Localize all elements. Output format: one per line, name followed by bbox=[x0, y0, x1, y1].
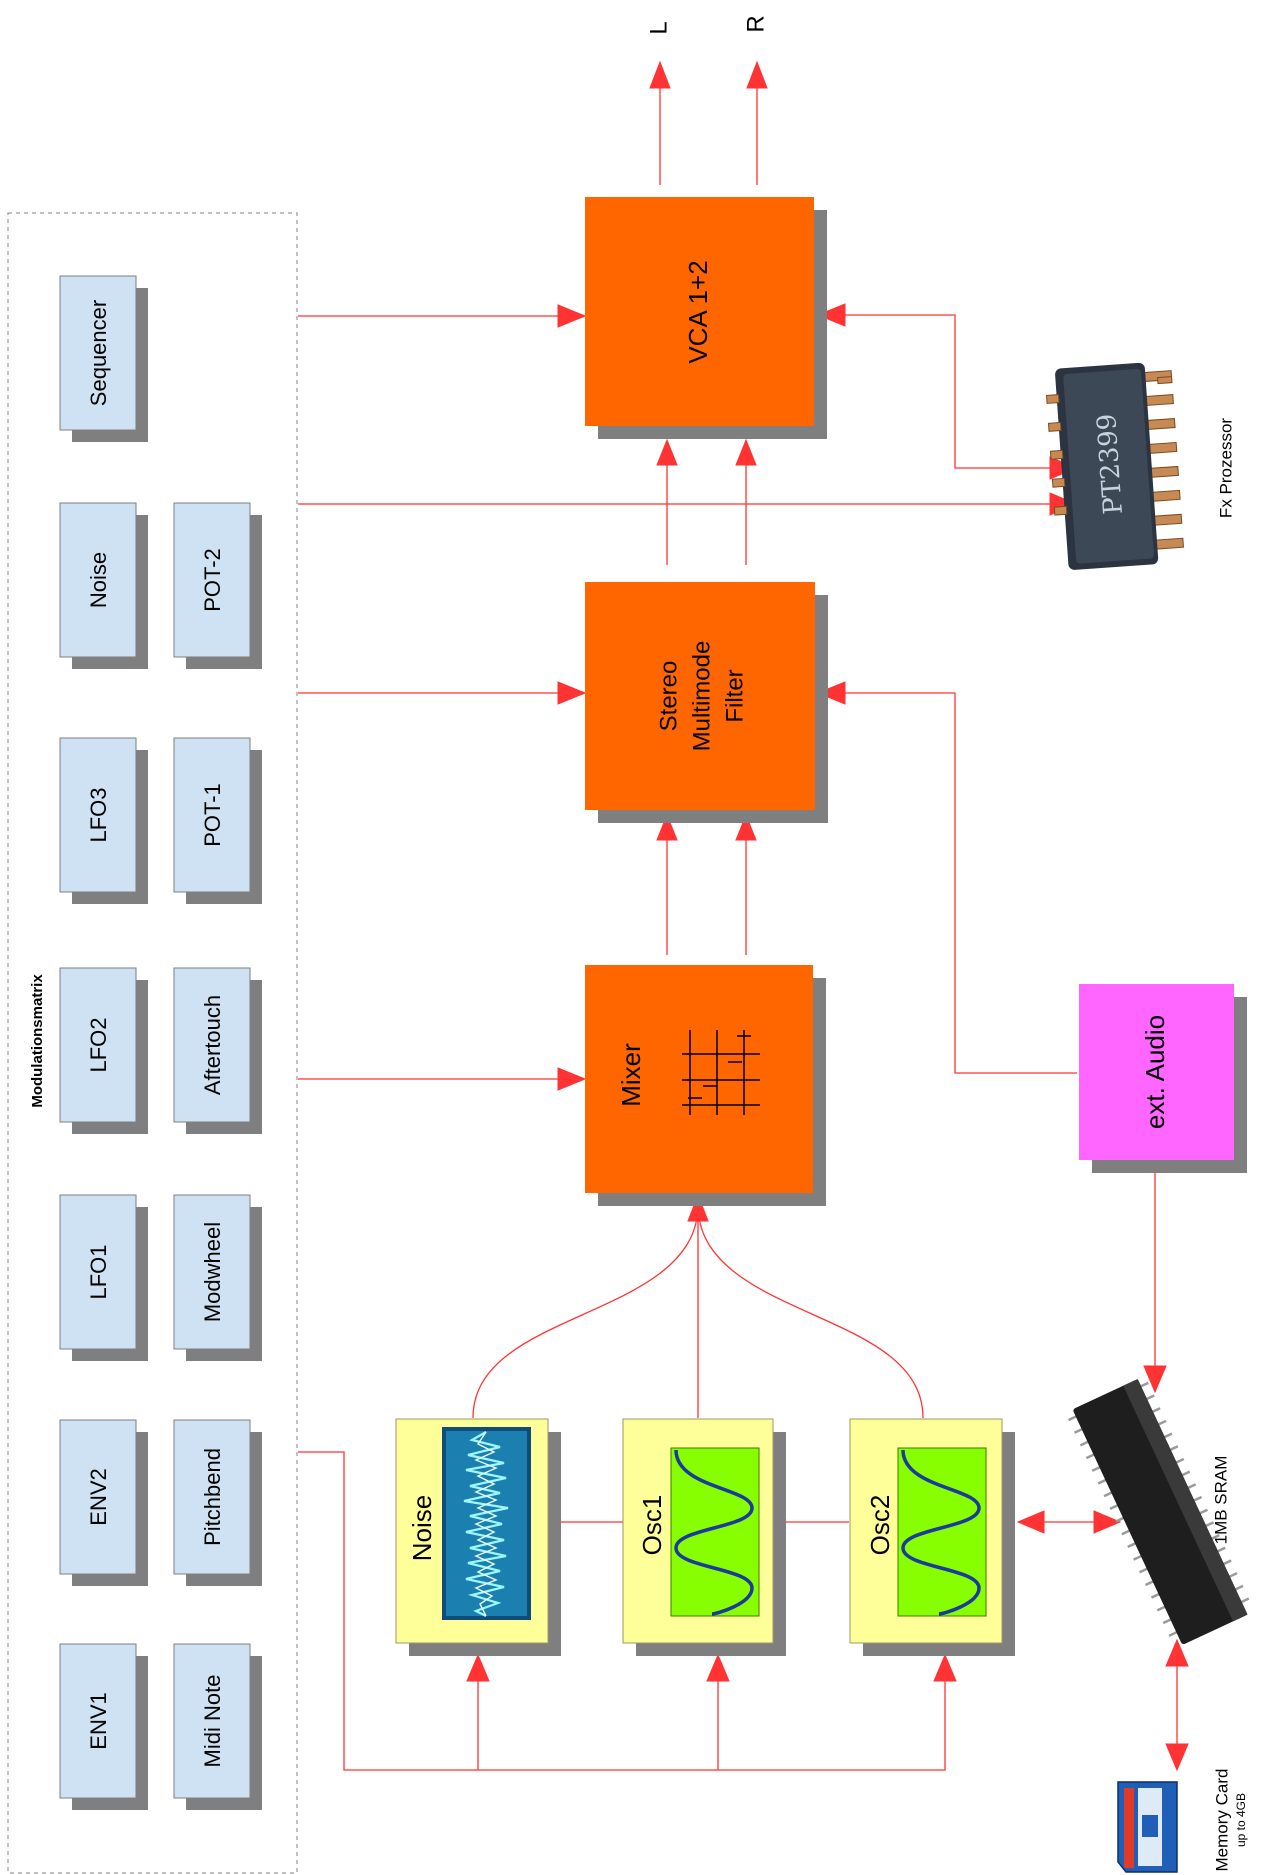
memory-card-sublabel: up to 4GB bbox=[1234, 1793, 1248, 1847]
mod-source-label: ENV1 bbox=[86, 1692, 111, 1749]
mod-source-midi-note: Midi Note bbox=[174, 1644, 262, 1810]
mod-source-env1: ENV1 bbox=[60, 1644, 148, 1810]
noise-source-block: Noise bbox=[396, 1419, 561, 1656]
mod-source-lfo1: LFO1 bbox=[60, 1195, 148, 1361]
mod-source-label: POT-2 bbox=[200, 548, 225, 612]
mod-source-modwheel: Modwheel bbox=[174, 1195, 262, 1361]
mod-source-label: Sequencer bbox=[86, 300, 111, 406]
mod-source-lfo3: LFO3 bbox=[60, 738, 148, 904]
mod-source-pot1: POT-1 bbox=[174, 738, 262, 904]
noise-source-label: Noise bbox=[407, 1495, 437, 1561]
filter-label-line2: Multimode bbox=[688, 641, 715, 752]
osc1-source-block: Osc1 bbox=[623, 1419, 786, 1656]
mod-source-label: Aftertouch bbox=[200, 995, 225, 1095]
filter-block: Stereo Multimode Filter bbox=[585, 582, 828, 823]
output-right-label: R bbox=[742, 15, 769, 32]
mod-source-label: Noise bbox=[86, 552, 111, 608]
mod-source-label: LFO1 bbox=[86, 1244, 111, 1299]
memory-card-label: Memory Card bbox=[1212, 1769, 1231, 1872]
vca-block: VCA 1+2 bbox=[585, 197, 827, 439]
output-left-label: L bbox=[645, 21, 672, 34]
sram-label: 1MB SRAM bbox=[1211, 1456, 1230, 1545]
osc2-source-label: Osc2 bbox=[865, 1495, 895, 1556]
fx-processor-chip-icon: PT2399 bbox=[1045, 361, 1185, 571]
mod-source-label: Midi Note bbox=[200, 1675, 225, 1768]
ext-audio-label: ext. Audio bbox=[1140, 1015, 1170, 1129]
mod-source-pitchbend: Pitchbend bbox=[174, 1420, 262, 1586]
osc2-source-block: Osc2 bbox=[850, 1419, 1015, 1656]
filter-label-line1: Stereo bbox=[655, 661, 682, 732]
mod-source-label: POT-1 bbox=[200, 783, 225, 847]
mod-source-label: LFO3 bbox=[86, 787, 111, 842]
vca-label: VCA 1+2 bbox=[683, 260, 713, 363]
memory-card-icon bbox=[1118, 1782, 1177, 1872]
mod-source-label: LFO2 bbox=[86, 1017, 111, 1072]
noise-waveform-icon bbox=[442, 1427, 531, 1620]
ext-audio-block: ext. Audio bbox=[1079, 984, 1247, 1173]
mod-source-label: Modwheel bbox=[200, 1222, 225, 1322]
mod-source-sequencer: Sequencer bbox=[60, 276, 148, 442]
sine-wave-icon bbox=[898, 1448, 986, 1616]
mixer-label: Mixer bbox=[616, 1043, 646, 1107]
mod-source-noise: Noise bbox=[60, 503, 148, 669]
osc1-source-label: Osc1 bbox=[637, 1495, 667, 1556]
mod-source-env2: ENV2 bbox=[60, 1420, 148, 1586]
fx-processor-label: Fx Prozessor bbox=[1216, 418, 1235, 518]
sine-wave-icon bbox=[671, 1448, 759, 1616]
modulation-matrix-title: Modulationsmatrix bbox=[29, 974, 46, 1108]
filter-label-line3: Filter bbox=[721, 669, 748, 722]
mod-source-lfo2: LFO2 bbox=[60, 968, 148, 1134]
mod-source-aftertouch: Aftertouch bbox=[174, 968, 262, 1134]
mod-source-label: ENV2 bbox=[86, 1468, 111, 1525]
mod-source-column-1: Sequencer Noise LFO3 LFO2 LFO1 ENV2 bbox=[60, 276, 148, 1810]
mod-source-column-2: POT-2 POT-1 Aftertouch Modwheel Pitchben… bbox=[174, 503, 262, 1810]
arrow-heads bbox=[467, 62, 1188, 1770]
mod-source-pot2: POT-2 bbox=[174, 503, 262, 669]
mixer-block: Mixer bbox=[585, 965, 826, 1206]
mod-source-label: Pitchbend bbox=[200, 1448, 225, 1546]
